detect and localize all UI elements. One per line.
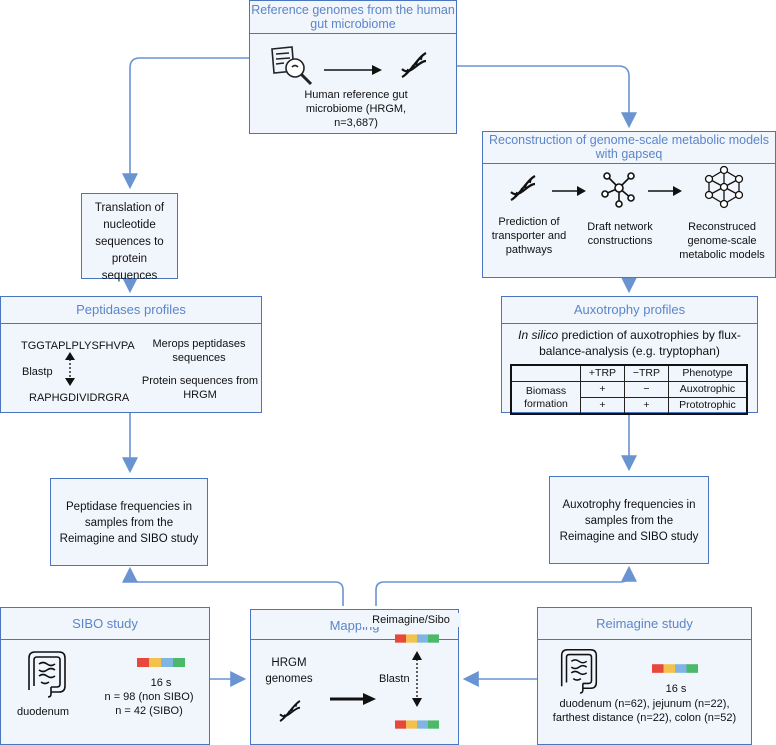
reconstruction-title: Reconstruction of genome-scale metabolic… — [489, 133, 769, 161]
reimagine-caption: duodenum (n=62), jejunum (n=22), farthes… — [552, 698, 737, 724]
table-cell: + — [580, 397, 625, 415]
dna-icon — [510, 175, 536, 201]
table-header-cell — [511, 365, 581, 382]
mapping-box: Mapping HRGM genomes Reimagine/Sibo Blas… — [250, 609, 461, 745]
table-row: Biomass formation + − Auxotrophic — [510, 381, 748, 415]
arrow-icon — [324, 65, 382, 75]
in-silico-text: In silico — [518, 328, 559, 342]
table-cell: Prototrophic — [667, 397, 748, 415]
sequence-bar-icon — [395, 634, 439, 643]
auxotrophy-profiles-box: Auxotrophy profiles In silico prediction… — [501, 296, 758, 415]
sibo-study-box: SIBO study duodenum 16 s n = 98 (non SIB… — [0, 607, 210, 745]
bidirectional-dotted-arrow-icon — [412, 651, 422, 707]
peptidases-title: Peptidases profiles — [76, 302, 186, 317]
draft-network-icon — [601, 172, 635, 208]
reimagine-study-box: Reimagine study 16 s duodenum (n=62), je… — [537, 607, 752, 745]
reimagine-seq-label: 16 s — [665, 683, 687, 695]
table-cell: Auxotrophic — [667, 381, 748, 398]
sequence-bar-icon — [395, 720, 439, 729]
arrow-icon — [648, 186, 682, 196]
arrow-icon — [552, 186, 586, 196]
reference-genomes-box: Reference genomes from the human gut mic… — [249, 0, 457, 134]
table-header-cell: +TRP — [580, 364, 625, 382]
table-cell: + — [580, 381, 625, 398]
biomass-row-label: Biomass formation — [510, 381, 581, 415]
auxotrophy-title: Auxotrophy profiles — [573, 302, 686, 317]
peptide-sequence-2: RAPHGDIVIDRGRA — [29, 392, 130, 404]
blastp-label: Blastp — [22, 366, 53, 378]
reconstruction-box: Reconstruction of genome-scale metabolic… — [482, 131, 776, 278]
table-header-row: +TRP −TRP Phenotype — [511, 364, 748, 382]
neural-network-icon — [704, 165, 744, 209]
reimagine-title: Reimagine study — [596, 616, 693, 631]
step-reconstructed-label: Reconstruced genome-scale metabolic mode… — [679, 221, 765, 261]
sibo-title: SIBO study — [72, 616, 138, 631]
auxotrophy-description-rest: prediction of auxotrophies by flux-balan… — [539, 328, 741, 358]
reference-genomes-title: Reference genomes from the human gut mic… — [251, 3, 455, 31]
step-transporter-label: Prediction of transporter and pathways — [491, 216, 567, 256]
peptidases-profiles-box: Peptidases profiles TGGTAPLPLYSFHVPA Bla… — [0, 296, 262, 413]
auxotrophy-frequencies-box: Auxotrophy frequencies in samples from t… — [549, 476, 709, 564]
sibo-count-non-sibo: n = 98 (non SIBO) — [104, 691, 194, 703]
blastn-label: Blastn — [379, 672, 410, 686]
bidirectional-dotted-arrow-icon — [65, 352, 75, 386]
mapping-arrow-icon — [330, 693, 376, 705]
sequence-bar-icon — [652, 664, 698, 673]
sequence-bar-icon — [137, 658, 185, 667]
dna-icon — [401, 52, 427, 78]
peptide-sequence-1: TGGTAPLPLYSFHVPA — [21, 340, 135, 352]
sibo-seq-label: 16 s — [150, 677, 172, 689]
auxotrophy-description: In silico prediction of auxotrophies by … — [508, 327, 751, 359]
step-draft-label: Draft network constructions — [587, 221, 653, 247]
phenotype-table: +TRP −TRP Phenotype Biomass formation + … — [510, 364, 748, 415]
stool-sample-magnifier-icon — [271, 46, 313, 86]
table-row: + + Prototrophic — [511, 397, 748, 415]
table-header-cell: Phenotype — [667, 364, 748, 382]
reimagine-sibo-label: Reimagine/Sibo — [361, 613, 461, 627]
reference-caption: Human reference gut microbiome (HRGM, n=… — [304, 89, 408, 129]
table-header-cell: −TRP — [623, 364, 669, 382]
hrgm-genomes-label: HRGM genomes — [265, 657, 313, 685]
sibo-organ-label: duodenum — [17, 706, 69, 718]
table-cell: + — [623, 397, 669, 415]
merops-label: Merops peptidases sequences — [152, 338, 246, 364]
peptidase-frequencies-box: Peptidase frequencies in samples from th… — [50, 478, 208, 566]
intestine-icon — [560, 649, 598, 694]
auxotrophy-frequencies-text: Auxotrophy frequencies in samples from t… — [559, 499, 699, 543]
sibo-count-sibo: n = 42 (SIBO) — [115, 705, 183, 717]
translation-box: Translation of nucleotide sequences to p… — [81, 193, 178, 282]
intestine-icon — [28, 651, 66, 698]
dna-icon — [279, 700, 301, 722]
hrgm-protein-label: Protein sequences from HRGM — [141, 375, 259, 401]
table-cell: − — [623, 381, 669, 398]
translation-text: Translation of nucleotide sequences to p… — [94, 202, 165, 282]
peptidase-frequencies-text: Peptidase frequencies in samples from th… — [59, 501, 199, 545]
